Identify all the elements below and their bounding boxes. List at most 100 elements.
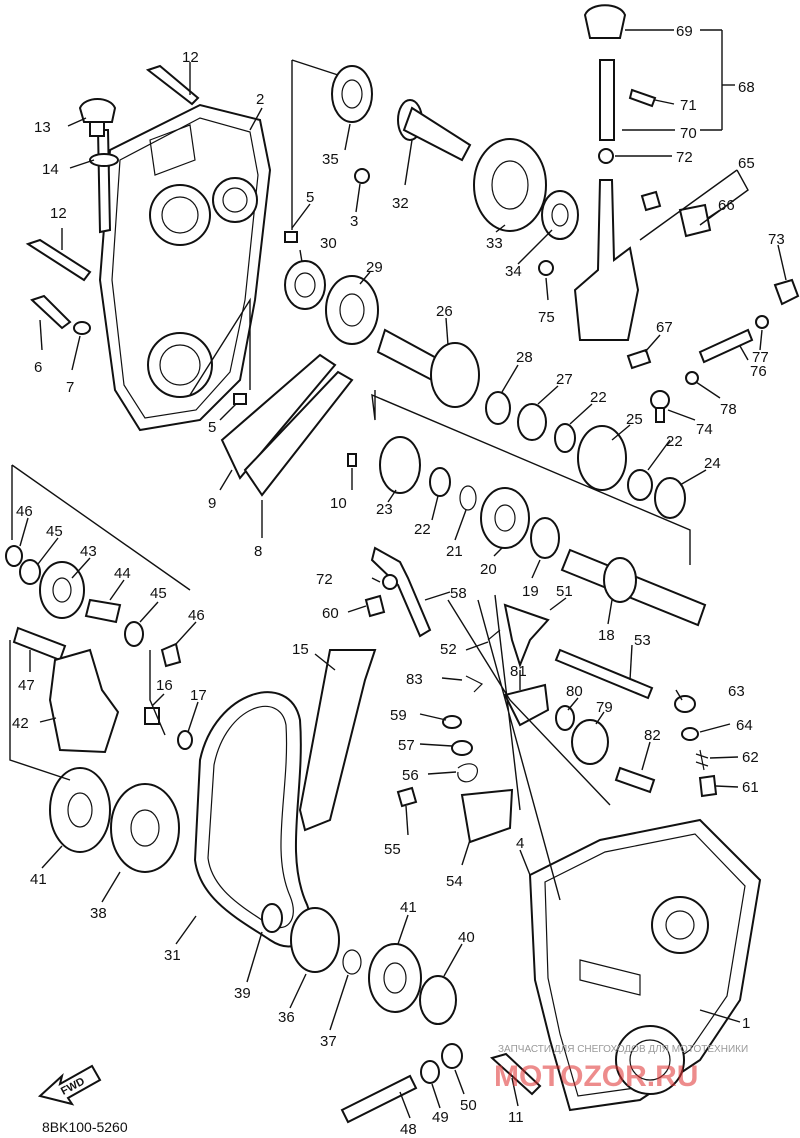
label-12-left: 12 xyxy=(50,205,67,222)
label-71: 71 xyxy=(680,97,697,114)
bolt-82 xyxy=(614,766,656,794)
seal-64 xyxy=(681,727,699,741)
label-61: 61 xyxy=(742,779,759,796)
bearing-27 xyxy=(517,403,547,441)
spring-62 xyxy=(695,749,709,771)
label-66: 66 xyxy=(718,197,735,214)
clip-83 xyxy=(465,675,484,693)
label-59: 59 xyxy=(390,707,407,724)
collar-80 xyxy=(555,705,575,731)
gasket-9 xyxy=(220,353,337,480)
label-72-mid: 72 xyxy=(316,571,333,588)
label-77: 77 xyxy=(752,349,769,366)
case-cover-upper xyxy=(96,103,272,432)
plug-13 xyxy=(78,98,117,137)
label-28: 28 xyxy=(516,349,533,366)
bearing-20 xyxy=(480,487,530,549)
label-13: 13 xyxy=(34,119,51,136)
fwd-arrow-icon: FWD xyxy=(37,1064,102,1106)
chain-guide-15 xyxy=(298,649,377,832)
ball-joint-73 xyxy=(773,278,800,306)
sprocket-23 xyxy=(379,436,421,494)
label-8: 8 xyxy=(254,543,262,560)
label-9: 9 xyxy=(208,495,216,512)
label-78: 78 xyxy=(720,401,737,418)
gear-33 xyxy=(473,138,547,232)
label-10: 10 xyxy=(330,495,347,512)
washer-50 xyxy=(441,1043,463,1069)
label-22-mid: 22 xyxy=(414,521,431,538)
lever-housing xyxy=(573,179,640,341)
label-54: 54 xyxy=(446,873,463,890)
label-64: 64 xyxy=(736,717,753,734)
label-83: 83 xyxy=(406,671,423,688)
label-21: 21 xyxy=(446,543,463,560)
collar-3 xyxy=(354,168,370,184)
spring-52 xyxy=(487,629,501,641)
label-49: 49 xyxy=(432,1109,449,1126)
washer-59 xyxy=(442,715,462,729)
label-48: 48 xyxy=(400,1121,417,1138)
lever-81 xyxy=(503,683,550,727)
label-20: 20 xyxy=(480,561,497,578)
label-16: 16 xyxy=(156,677,173,694)
label-29: 29 xyxy=(366,259,383,276)
oil-seal-30 xyxy=(284,260,326,310)
label-12-top: 12 xyxy=(182,49,199,66)
roller-79 xyxy=(571,719,609,765)
collar-44 xyxy=(84,598,122,624)
label-31: 31 xyxy=(164,947,181,964)
knob-69 xyxy=(583,4,627,39)
washer-45-right xyxy=(124,621,144,647)
label-40: 40 xyxy=(458,929,475,946)
shift-shaft-58 xyxy=(370,546,432,638)
circlip-21 xyxy=(459,485,477,511)
washer-22-mid xyxy=(429,467,451,497)
label-55: 55 xyxy=(384,841,401,858)
label-53: 53 xyxy=(634,632,651,649)
label-47: 47 xyxy=(18,677,35,694)
label-5-bottom: 5 xyxy=(208,419,216,436)
bearing-35 xyxy=(331,65,373,123)
pin-5-bottom xyxy=(233,393,247,405)
sprocket-36 xyxy=(290,907,340,973)
washer-22-top xyxy=(554,423,576,453)
label-25: 25 xyxy=(626,411,643,428)
bearing-41-left xyxy=(49,767,111,853)
label-33: 33 xyxy=(486,235,503,252)
label-37: 37 xyxy=(320,1033,337,1050)
label-50: 50 xyxy=(460,1097,477,1114)
nut-17 xyxy=(177,730,193,750)
circlip-37 xyxy=(342,949,362,975)
sprocket-25 xyxy=(577,425,627,491)
shaft-18 xyxy=(560,548,707,627)
bracket-42 xyxy=(48,648,120,754)
bolt-55 xyxy=(396,786,418,808)
bolt-6 xyxy=(30,294,72,330)
label-45-left: 45 xyxy=(46,523,63,540)
shaft-gear-32 xyxy=(397,99,472,162)
bearing-24 xyxy=(654,477,686,519)
bearing-29 xyxy=(325,275,379,345)
label-35: 35 xyxy=(322,151,339,168)
bolt-48 xyxy=(340,1074,418,1124)
label-18: 18 xyxy=(598,627,615,644)
washer-22-right xyxy=(627,469,653,501)
chain-31 xyxy=(193,691,311,948)
collar-28 xyxy=(485,391,511,425)
bolt-12-top xyxy=(145,64,200,106)
bearing-34 xyxy=(541,190,579,240)
part-labels: 12 2 13 14 12 6 7 35 3 5 30 29 5 9 8 10 … xyxy=(12,23,785,1138)
bearing-43 xyxy=(39,561,85,619)
label-76: 76 xyxy=(750,363,767,380)
label-38: 38 xyxy=(90,905,107,922)
label-26: 26 xyxy=(436,303,453,320)
label-82: 82 xyxy=(644,727,661,744)
bolt-65 xyxy=(640,190,662,212)
drawing-code: 8BK100-5260 xyxy=(42,1119,128,1135)
bolt-12-left xyxy=(25,238,92,282)
washer-45-left xyxy=(19,559,41,585)
label-23: 23 xyxy=(376,501,393,518)
label-52: 52 xyxy=(440,641,457,658)
watermark-brand: MOTOZOR.RU xyxy=(494,1060,698,1093)
